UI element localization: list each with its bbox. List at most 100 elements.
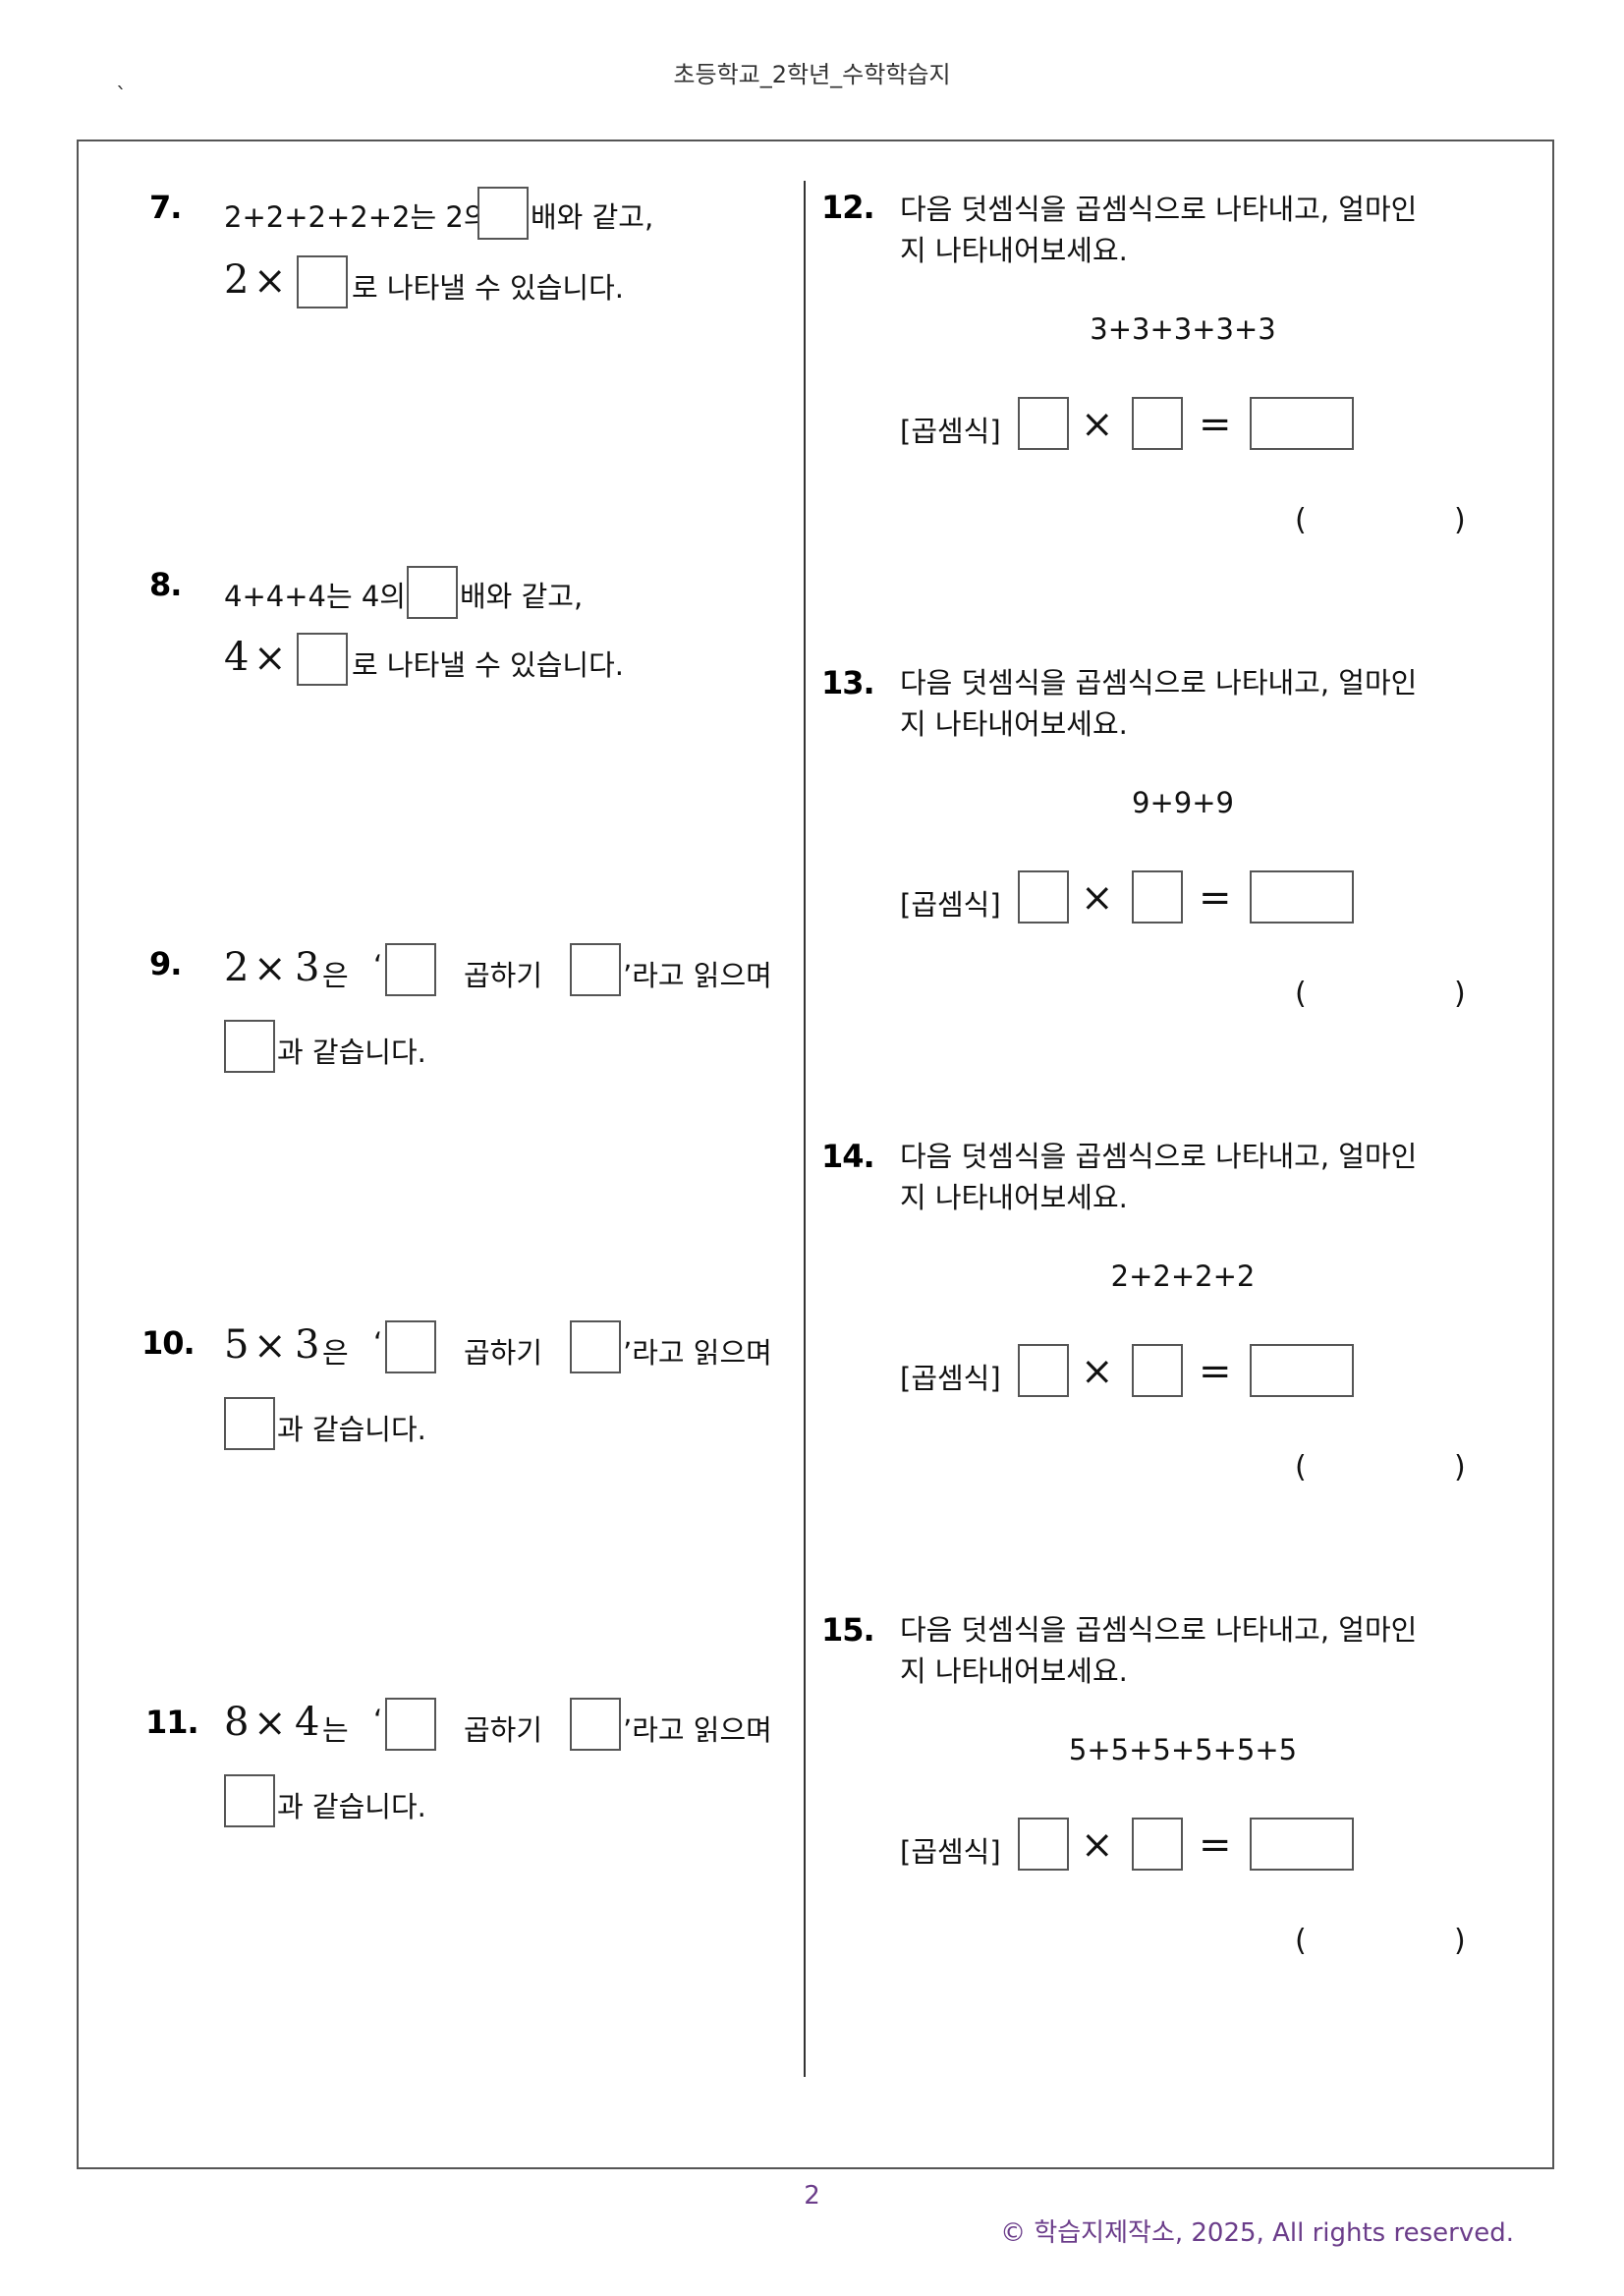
answer-box[interactable] xyxy=(1018,1818,1069,1871)
result-box[interactable] xyxy=(1250,1818,1354,1871)
math-operand: 3 xyxy=(295,945,320,990)
instruction-text: 지 나타내어보세요. xyxy=(900,707,1128,741)
question-text: 과 같습니다. xyxy=(277,1790,426,1823)
question-text: 배와 같고, xyxy=(531,200,654,234)
addition-expression: 2+2+2+2 xyxy=(1110,1260,1256,1293)
question-text: 는 xyxy=(322,1713,349,1747)
answer-box[interactable] xyxy=(570,1698,621,1751)
question-number: 10. xyxy=(141,1324,196,1362)
answer-paren-close: ) xyxy=(1454,1924,1466,1958)
instruction-text: 지 나타내어보세요. xyxy=(900,234,1128,267)
math-operand: 3 xyxy=(295,1322,320,1368)
answer-box[interactable] xyxy=(385,1698,436,1751)
addition-expression: 5+5+5+5+5+5 xyxy=(1068,1733,1298,1766)
page-number: 2 xyxy=(804,2181,820,2211)
question-number: 14. xyxy=(821,1138,875,1175)
page-header: 초등학교_2학년_수학학습지 xyxy=(673,61,951,88)
answer-box[interactable] xyxy=(297,255,348,308)
times-sign: × xyxy=(253,946,287,991)
multiplication-label: [곱셈식] xyxy=(900,1362,1001,1395)
question-text: 은 xyxy=(322,959,349,992)
result-box[interactable] xyxy=(1250,870,1354,924)
times-sign: × xyxy=(253,1323,287,1369)
question-number: 8. xyxy=(149,566,182,603)
equals-sign: = xyxy=(1199,875,1232,921)
question-text: 과 같습니다. xyxy=(277,1413,426,1446)
quote-mark: ‘ xyxy=(373,1326,383,1360)
answer-paren-open: ( xyxy=(1295,503,1307,537)
times-sign: × xyxy=(1081,1822,1114,1868)
answer-paren-open: ( xyxy=(1295,1924,1307,1958)
answer-box[interactable] xyxy=(224,1397,275,1450)
question-text: 배와 같고, xyxy=(460,580,584,613)
answer-paren-close: ) xyxy=(1454,1450,1466,1484)
answer-box[interactable] xyxy=(1018,870,1069,924)
question-text: 곱하기 xyxy=(464,1713,543,1747)
instruction-text: 다음 덧셈식을 곱셈식으로 나타내고, 얼마인 xyxy=(900,1613,1418,1647)
answer-box[interactable] xyxy=(1018,397,1069,450)
question-text: 로 나타낼 수 있습니다. xyxy=(352,271,624,305)
answer-paren-open: ( xyxy=(1295,1450,1307,1484)
answer-box[interactable] xyxy=(407,566,458,619)
question-number: 12. xyxy=(821,189,875,226)
answer-box[interactable] xyxy=(297,633,348,686)
times-sign: × xyxy=(1081,1349,1114,1394)
worksheet-frame xyxy=(77,140,1554,2169)
addition-expression: 3+3+3+3+3 xyxy=(1090,312,1276,346)
answer-box[interactable] xyxy=(1018,1344,1069,1397)
question-text: 로 나타낼 수 있습니다. xyxy=(352,648,624,682)
times-sign: × xyxy=(253,636,287,681)
quote-mark: ‘ xyxy=(373,949,383,982)
multiplication-label: [곱셈식] xyxy=(900,1835,1001,1869)
copyright-notice: © 학습지제작소, 2025, All rights reserved. xyxy=(1000,2218,1514,2248)
question-text: 2+2+2+2+2는 2의 xyxy=(224,200,490,234)
answer-box[interactable] xyxy=(570,1320,621,1373)
instruction-text: 지 나타내어보세요. xyxy=(900,1181,1128,1214)
answer-box[interactable] xyxy=(1132,870,1183,924)
multiplication-label: [곱셈식] xyxy=(900,415,1001,448)
answer-box[interactable] xyxy=(385,943,436,996)
addition-expression: 9+9+9 xyxy=(1132,786,1234,819)
math-operand: 5 xyxy=(224,1322,250,1368)
column-divider xyxy=(804,181,806,2077)
question-number: 13. xyxy=(821,664,875,701)
answer-box[interactable] xyxy=(224,1774,275,1827)
question-text: 과 같습니다. xyxy=(277,1036,426,1069)
question-text: 곱하기 xyxy=(464,1336,543,1370)
instruction-text: 다음 덧셈식을 곱셈식으로 나타내고, 얼마인 xyxy=(900,193,1418,226)
question-number: 11. xyxy=(145,1704,199,1741)
times-sign: × xyxy=(1081,402,1114,447)
equals-sign: = xyxy=(1199,1349,1232,1394)
question-number: 15. xyxy=(821,1611,875,1649)
math-operand: 4 xyxy=(295,1700,320,1745)
times-sign: × xyxy=(253,258,287,304)
instruction-text: 지 나타내어보세요. xyxy=(900,1654,1128,1688)
question-text: 은 xyxy=(322,1336,349,1370)
math-operand: 8 xyxy=(224,1700,250,1745)
answer-box[interactable] xyxy=(385,1320,436,1373)
answer-box[interactable] xyxy=(477,187,529,240)
answer-box[interactable] xyxy=(1132,1344,1183,1397)
answer-box[interactable] xyxy=(570,943,621,996)
result-box[interactable] xyxy=(1250,397,1354,450)
question-text: ’라고 읽으며 xyxy=(623,1713,772,1747)
answer-box[interactable] xyxy=(1132,397,1183,450)
result-box[interactable] xyxy=(1250,1344,1354,1397)
quote-mark: ‘ xyxy=(373,1704,383,1737)
instruction-text: 다음 덧셈식을 곱셈식으로 나타내고, 얼마인 xyxy=(900,1140,1418,1173)
question-text: 4+4+4는 4의 xyxy=(224,580,406,613)
answer-box[interactable] xyxy=(224,1020,275,1073)
answer-paren-close: ) xyxy=(1454,977,1466,1011)
math-operand: 4 xyxy=(224,635,250,680)
question-number: 9. xyxy=(149,945,182,982)
question-text: 곱하기 xyxy=(464,959,543,992)
question-number: 7. xyxy=(149,189,182,226)
equals-sign: = xyxy=(1199,1822,1232,1868)
answer-box[interactable] xyxy=(1132,1818,1183,1871)
multiplication-label: [곱셈식] xyxy=(900,888,1001,922)
stray-mark: ` xyxy=(116,84,127,109)
question-text: ’라고 읽으며 xyxy=(623,1336,772,1370)
math-operand: 2 xyxy=(224,945,250,990)
times-sign: × xyxy=(1081,875,1114,921)
equals-sign: = xyxy=(1199,402,1232,447)
